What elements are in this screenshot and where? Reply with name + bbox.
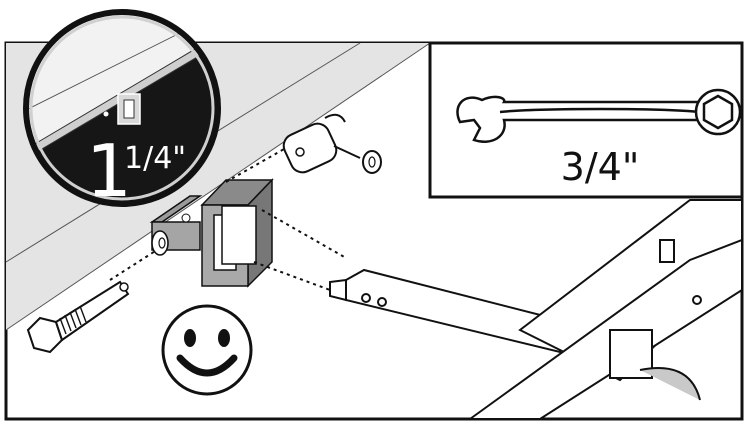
smiley-face-icon <box>163 306 251 394</box>
wrench-callout: 3/4" <box>430 43 742 197</box>
lock-washer <box>152 231 168 255</box>
wrench-size-label: 3/4" <box>561 145 640 189</box>
receiver-size-fraction: 1/4" <box>124 141 186 176</box>
